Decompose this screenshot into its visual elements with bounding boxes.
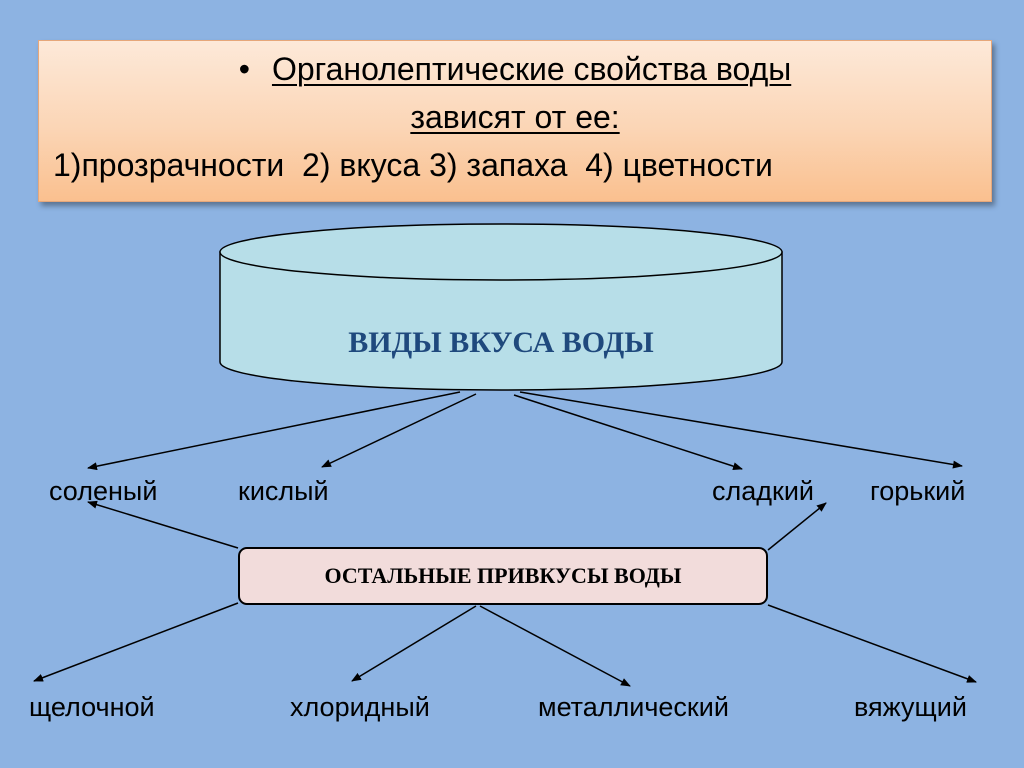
taste-types-label: ВИДЫ ВКУСА ВОДЫ bbox=[348, 326, 654, 359]
aftertaste-chloride: хлоридный bbox=[290, 692, 430, 722]
aftertaste-metallic: металлический bbox=[538, 692, 729, 722]
other-aftertastes-box: ОСТАЛЬНЫЕ ПРИВКУСЫ ВОДЫ bbox=[238, 547, 768, 605]
taste-sour: кислый bbox=[238, 476, 329, 506]
bullet-icon: • bbox=[238, 51, 250, 87]
arrow-to-astringent bbox=[767, 604, 977, 683]
arrow-to-bitter bbox=[519, 391, 963, 469]
title-subheading-line: зависят от ее: bbox=[39, 99, 991, 136]
arrow-to-alkaline bbox=[33, 602, 239, 682]
arrow-to-sour bbox=[321, 393, 477, 468]
aftertaste-alkaline: щелочной bbox=[29, 692, 155, 722]
aftertaste-astringent: вяжущий bbox=[854, 692, 967, 722]
taste-types-cylinder bbox=[219, 223, 783, 391]
title-subheading: зависят от ее: bbox=[410, 99, 620, 135]
taste-bitter: горький bbox=[870, 476, 966, 506]
taste-salty: соленый bbox=[49, 476, 158, 506]
arrow-to-chloride bbox=[351, 605, 477, 682]
other-aftertastes-label: ОСТАЛЬНЫЕ ПРИВКУСЫ ВОДЫ bbox=[324, 563, 682, 588]
title-line1: • Органолептические свойства воды bbox=[39, 51, 991, 88]
title-box: • Органолептические свойства воды зависят… bbox=[38, 40, 992, 202]
taste-sweet: сладкий bbox=[712, 476, 815, 506]
arrow-box-to-sweet bbox=[767, 502, 827, 551]
arrow-to-salty bbox=[87, 391, 461, 471]
properties-list: 1)прозрачности 2) вкуса 3) запаха 4) цве… bbox=[53, 147, 773, 183]
arrow-to-sweet bbox=[513, 394, 743, 471]
arrow-to-metallic bbox=[479, 605, 631, 687]
arrow-box-to-salty bbox=[87, 500, 239, 549]
title-heading: Органолептические свойства воды bbox=[271, 51, 792, 87]
